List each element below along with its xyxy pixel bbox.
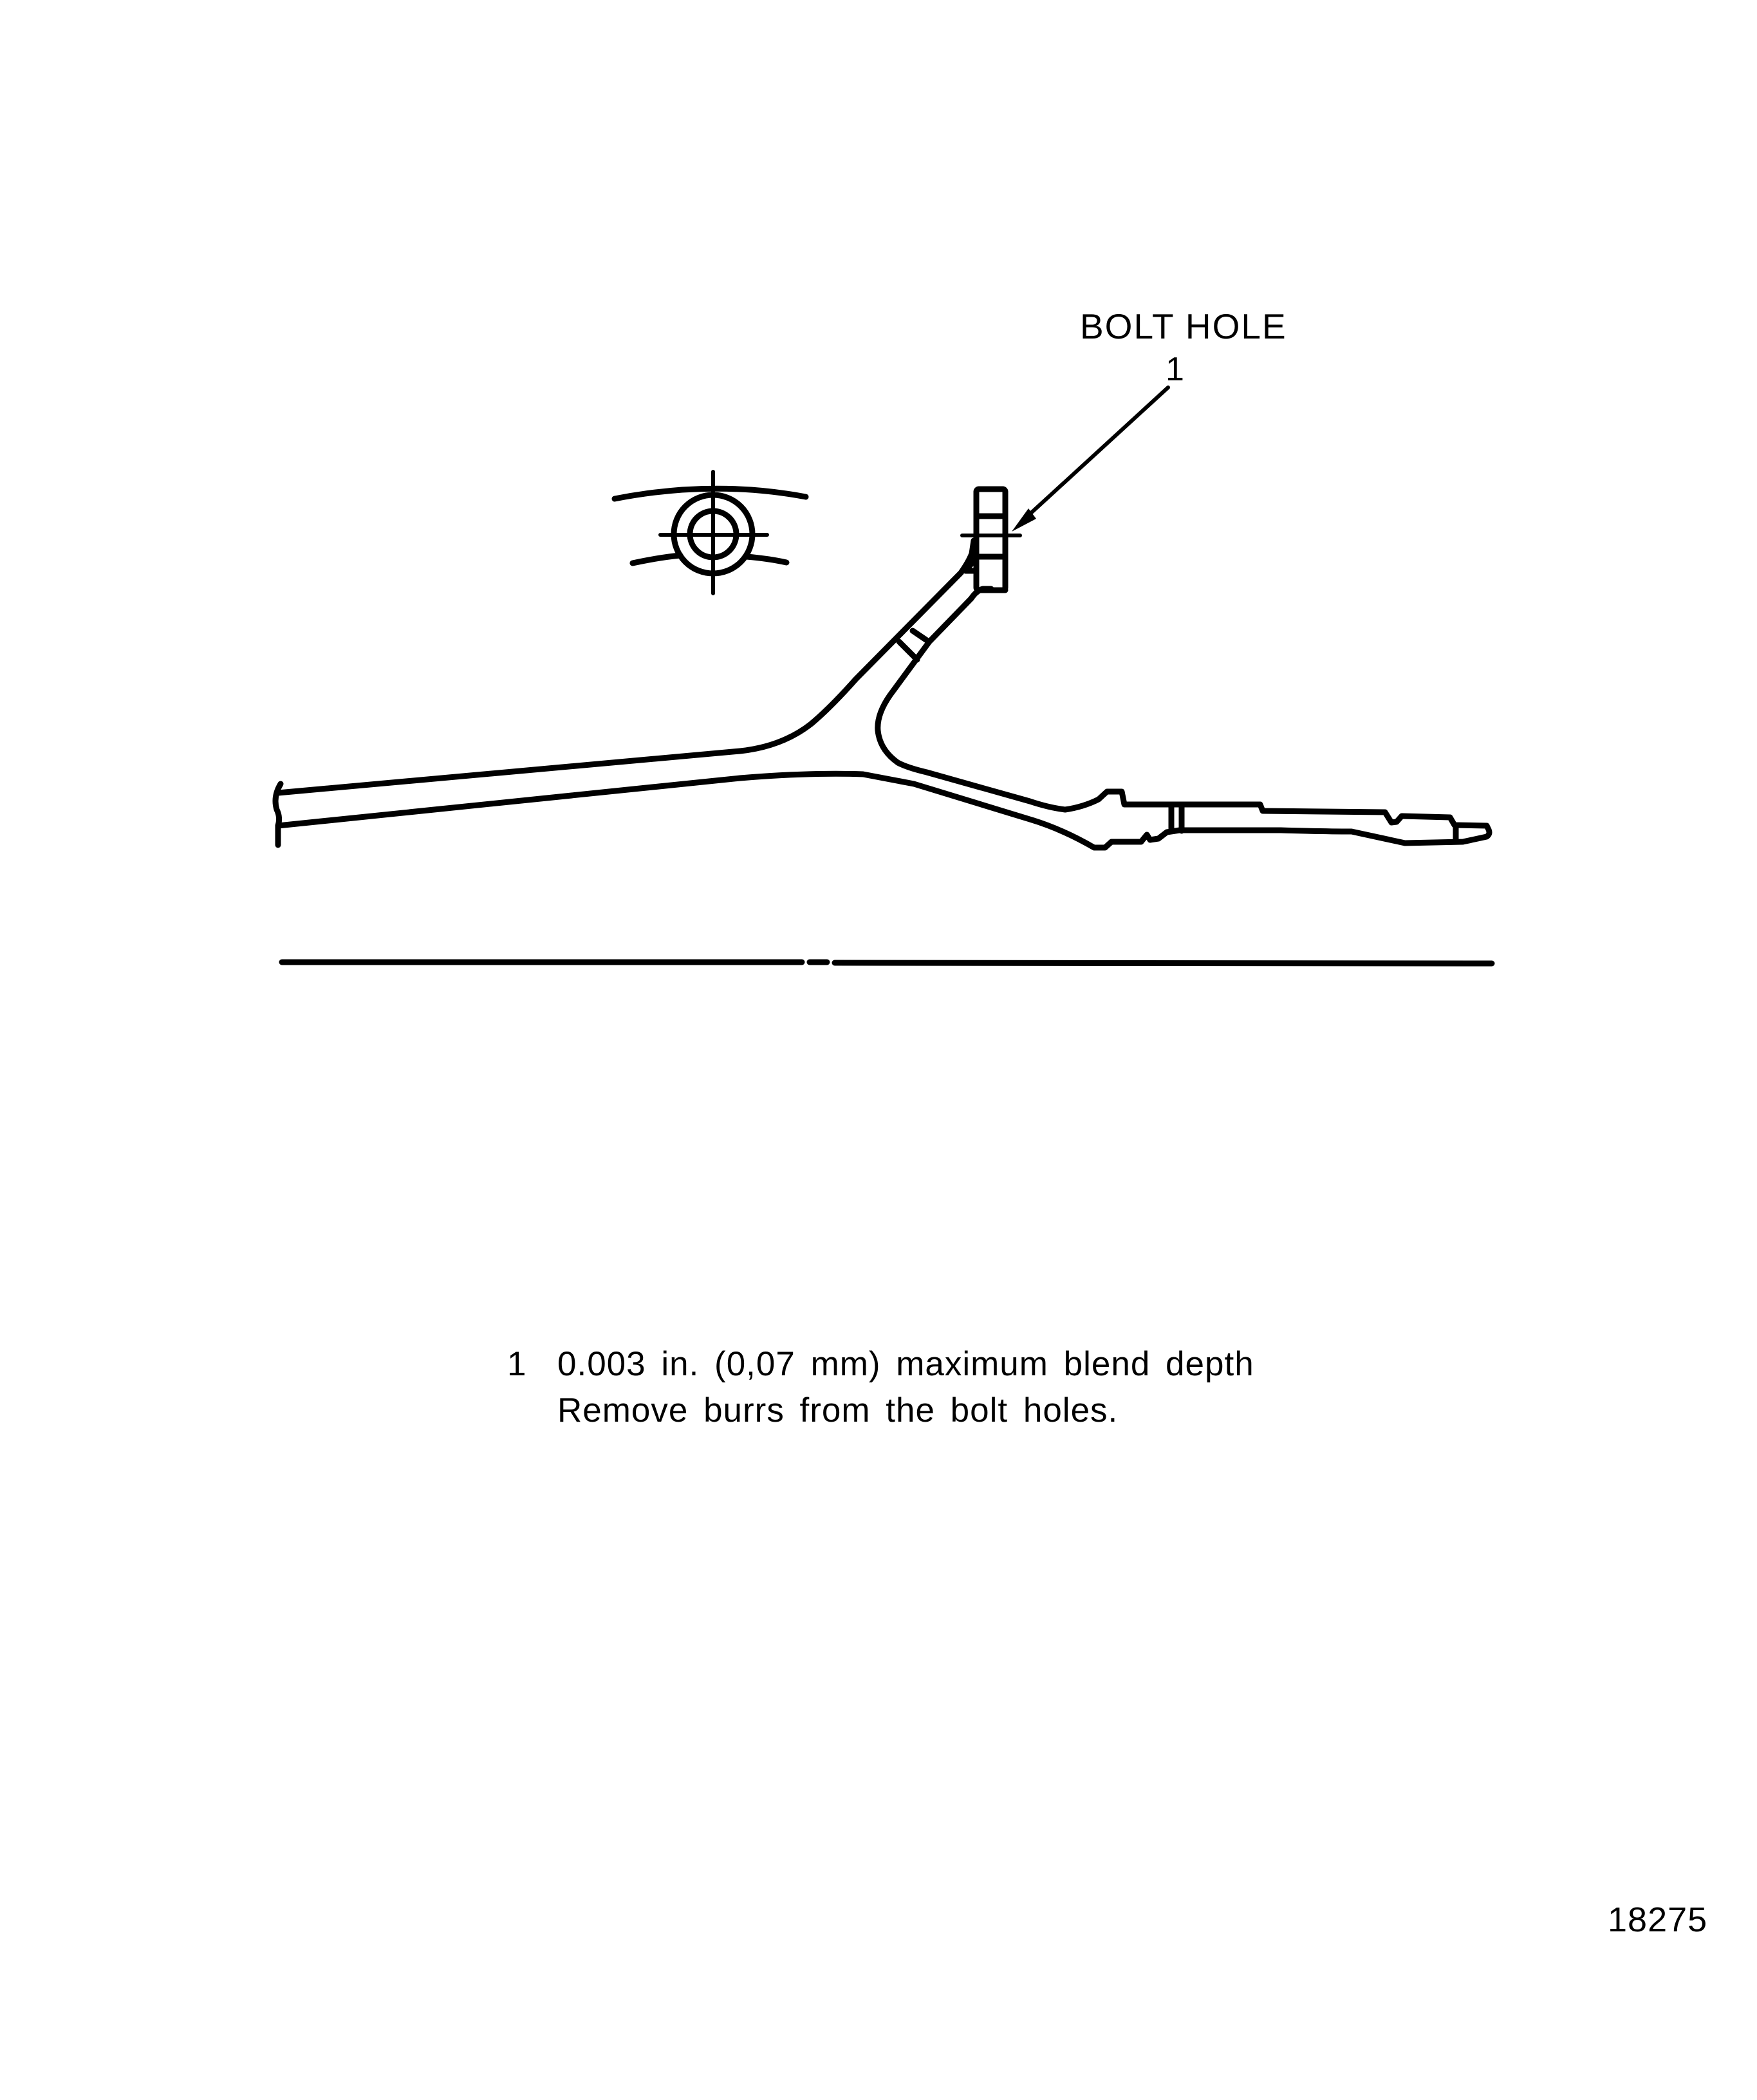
bolt-hole-symbol-icon [611, 470, 809, 595]
legend: 1 0.003 in. (0,07 mm) maximum blend dept… [507, 1341, 1254, 1434]
legend-item-continuation: Remove burrs from the bolt holes. [507, 1388, 1254, 1434]
leader-arrow-icon [1012, 386, 1170, 532]
axis-centerline [279, 959, 1495, 967]
legend-item-text-line-1: 0.003 in. (0,07 mm) maximum blend depth [557, 1345, 1254, 1383]
legend-indent [507, 1388, 557, 1434]
legend-item-number: 1 [507, 1345, 527, 1383]
legend-item-text-line-2: Remove burrs from the bolt holes. [557, 1391, 1119, 1429]
figure-number: 18275 [1608, 1900, 1708, 1939]
legend-item: 1 0.003 in. (0,07 mm) maximum blend dept… [507, 1341, 1254, 1388]
part-section-outline [272, 486, 1492, 851]
bolt-hole-callout-label: BOLT HOLE [1080, 306, 1287, 346]
callout-number: 1 [1166, 351, 1184, 388]
